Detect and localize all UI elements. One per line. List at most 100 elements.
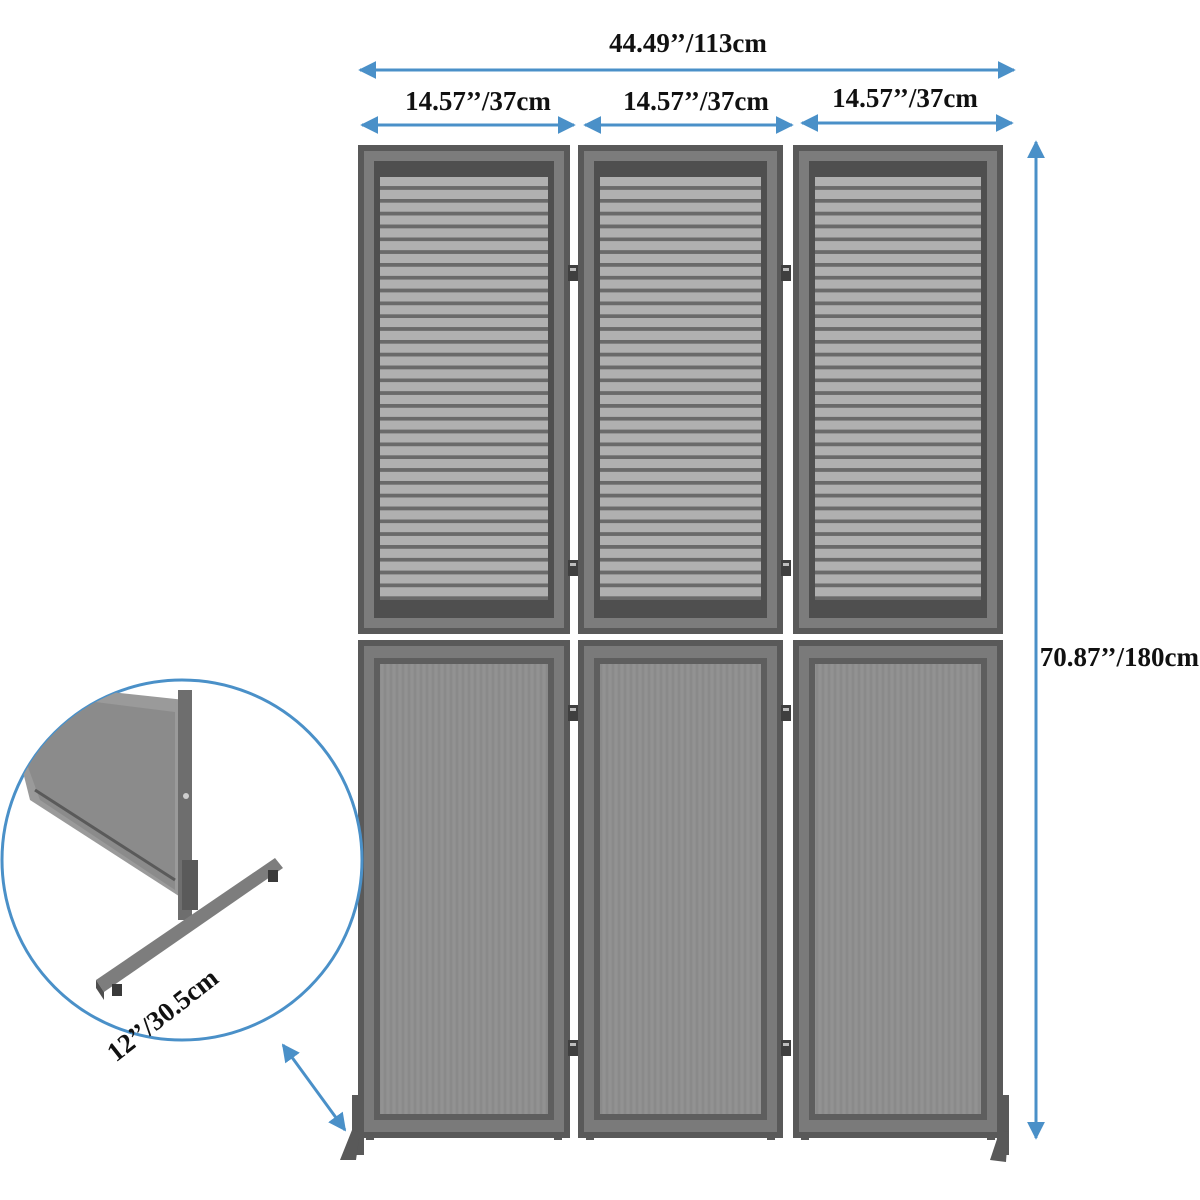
louver-slat (380, 407, 548, 417)
louver-slat (815, 535, 981, 546)
louver-slat-shadow (600, 429, 761, 434)
louver-slat-shadow (380, 352, 548, 357)
louver-slat (380, 241, 548, 251)
louver-slat-shadow (815, 391, 981, 395)
louver-slat (600, 202, 761, 212)
louver-slat-shadow (380, 211, 548, 216)
louver-slat-shadow (815, 314, 981, 318)
louver-slat (380, 305, 548, 315)
louver-slat (380, 228, 548, 238)
lower-solid-panel (815, 664, 981, 1114)
louver-slat (815, 189, 981, 200)
louver-slat-shadow (815, 557, 981, 562)
louver-slat-shadow (815, 199, 981, 203)
louver-slat (380, 266, 548, 276)
louver-slat-shadow (815, 263, 981, 267)
louver-slat-shadow (600, 263, 761, 267)
louver-slat (600, 292, 761, 302)
louver-slat-shadow (600, 301, 761, 306)
louver-slat-shadow (600, 404, 761, 408)
hinge (781, 1040, 791, 1056)
louver-slat-shadow (380, 250, 548, 254)
louver-slat-shadow (380, 199, 548, 203)
louver-slat-shadow (380, 532, 548, 536)
louver-slat (380, 587, 548, 597)
louver-slat (815, 446, 981, 456)
louver-slat-shadow (380, 275, 548, 280)
louver-slat (600, 433, 761, 443)
inset-post-bracket (182, 860, 198, 910)
hinge (568, 1040, 578, 1056)
panel-right (793, 145, 1009, 1162)
louver-slat (600, 356, 761, 366)
louver-slat (815, 471, 981, 482)
inset-foot-pad (112, 984, 122, 996)
louver-slat (600, 305, 761, 315)
louver-slat (380, 279, 548, 289)
louver-slat (380, 382, 548, 392)
louver-slat (600, 343, 761, 353)
louver-slat-shadow (380, 506, 548, 511)
louver-slat-shadow (600, 365, 761, 370)
louver-slat (600, 561, 761, 571)
louver-slat-shadow (815, 583, 981, 588)
louver-slat-shadow (380, 365, 548, 370)
hinge (781, 705, 791, 721)
louver-slat (600, 266, 761, 276)
louver-slat-shadow (600, 545, 761, 549)
louver-slat-shadow (380, 493, 548, 498)
louver-slat-shadow (815, 532, 981, 536)
louver-slat (815, 177, 981, 187)
louver-slat-shadow (600, 557, 761, 562)
louver-slat-shadow (380, 519, 548, 524)
hinge-highlight (570, 268, 576, 271)
panel-width-label-3: 14.57’’/37cm (832, 83, 978, 113)
louver-slat-shadow (380, 545, 548, 549)
inset-pointer-line (281, 1043, 347, 1132)
louver-slat-shadow (380, 186, 548, 190)
louver-slat-shadow (600, 468, 761, 472)
louver-slat (815, 318, 981, 328)
louver-slat (380, 330, 548, 341)
louver-slat (815, 343, 981, 353)
louver-slat-shadow (600, 583, 761, 588)
louver-slat-shadow (815, 378, 981, 383)
louver-slat (380, 510, 548, 520)
louver-slat-shadow (380, 416, 548, 421)
louver-slat-shadow (815, 416, 981, 421)
inset-screw (183, 793, 189, 799)
louver-slat (600, 446, 761, 456)
louver-slat (815, 266, 981, 276)
louver-slat (600, 574, 761, 584)
louver-slat (380, 561, 548, 571)
louver-slat-shadow (815, 237, 981, 242)
louver-slat-shadow (600, 352, 761, 357)
louver-slat-shadow (815, 493, 981, 498)
louver-slat-shadow (380, 442, 548, 447)
louver-slat-shadow (815, 365, 981, 370)
louver-slat-shadow (380, 391, 548, 395)
louver-slat (815, 292, 981, 302)
louver-slat (815, 523, 981, 533)
louver-slat (815, 420, 981, 430)
louver-slat-shadow (600, 416, 761, 421)
louver-slat (380, 535, 548, 546)
inset-foot-pad (268, 870, 278, 882)
hinge-highlight (783, 268, 789, 271)
louver-slat (600, 407, 761, 417)
panel-foot-base (340, 1130, 360, 1160)
louver-slat (380, 484, 548, 494)
louver-slat (815, 394, 981, 405)
louver-slat (380, 548, 548, 558)
louver-slat-shadow (815, 211, 981, 216)
hinge-highlight (570, 563, 576, 566)
hinge (568, 265, 578, 281)
louver-slat (600, 548, 761, 558)
louver-slat (815, 228, 981, 238)
louver-slat-shadow (815, 506, 981, 511)
louver-slat-shadow (600, 570, 761, 575)
louver-slat (380, 177, 548, 187)
louver-slat-shadow (815, 442, 981, 447)
louver-slat (380, 471, 548, 482)
louver-slat-shadow (600, 288, 761, 293)
